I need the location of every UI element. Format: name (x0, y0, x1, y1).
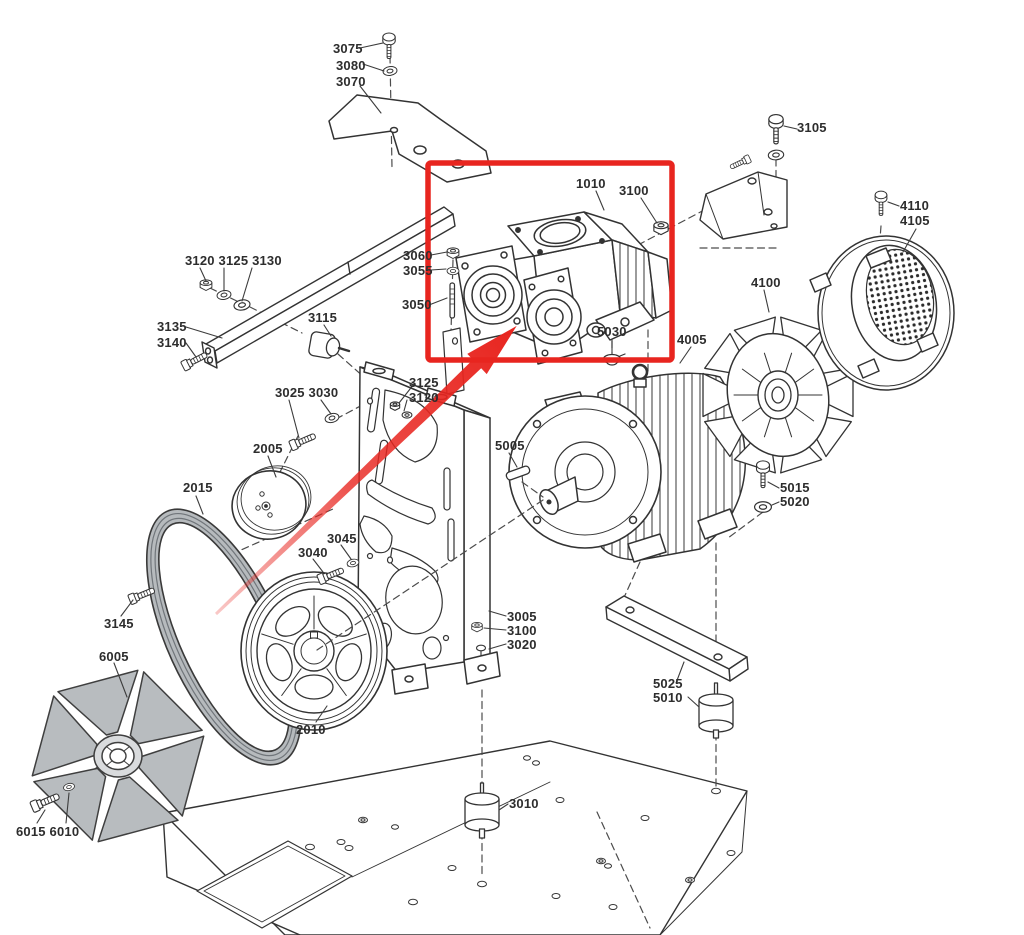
part-label-5030: 5030 (597, 324, 627, 339)
pulley-2010 (240, 571, 388, 731)
part-label-3135: 3135 (157, 319, 187, 334)
pulley-2005 (231, 465, 312, 540)
part-label-3140: 3140 (157, 335, 187, 350)
part-label-4110: 4110 (900, 198, 930, 213)
part-label-5025: 5025 (653, 676, 683, 691)
part-label-1010: 1010 (576, 176, 606, 191)
leader-lines (36, 42, 917, 824)
part-label-3120-plate: 3120 (409, 390, 439, 405)
motor-4005 (508, 363, 747, 563)
part-label-3025-3030: 3025 3030 (275, 385, 339, 400)
part-label-3070: 3070 (336, 74, 366, 89)
rail-5025 (605, 595, 749, 682)
part-label-3125-plate: 3125 (409, 375, 439, 390)
part-label-3075: 3075 (333, 41, 363, 56)
part-label-6005: 6005 (99, 649, 129, 664)
part-label-6015-6010: 6015 6010 (16, 824, 80, 839)
washer-3020 (475, 644, 487, 657)
part-label-3105: 3105 (797, 120, 827, 135)
part-label-2015: 2015 (183, 480, 213, 495)
part-label-3100-pump: 3100 (619, 183, 649, 198)
fasteners (29, 32, 888, 814)
part-label-5015: 5015 (780, 480, 810, 495)
part-label-3145: 3145 (104, 616, 134, 631)
part-label-3080: 3080 (336, 58, 366, 73)
part-label-3010: 3010 (509, 796, 539, 811)
part-label-3120-3125-3130: 3120 3125 3130 (185, 253, 282, 268)
part-label-3100-plate: 3100 (507, 623, 537, 638)
axis-dashed-lines (316, 481, 544, 651)
part-label-4005: 4005 (677, 332, 707, 347)
fan-cover-4105 (809, 235, 955, 391)
key-5005 (505, 465, 531, 481)
part-label-3005: 3005 (507, 609, 537, 624)
part-label-3045: 3045 (327, 531, 357, 546)
part-label-3050: 3050 (402, 297, 432, 312)
part-label-2010: 2010 (296, 722, 326, 737)
part-label-2005: 2005 (253, 441, 283, 456)
part-label-5010: 5010 (653, 690, 683, 705)
vibration-mount-5010 (698, 682, 734, 739)
highlight-arrow (215, 325, 517, 616)
bracket-3105 (699, 171, 788, 240)
spacer-3115 (308, 331, 351, 359)
vibration-mount-3010 (464, 782, 500, 839)
highlight-box (425, 160, 675, 363)
part-label-4100: 4100 (751, 275, 781, 290)
part-label-4105: 4105 (900, 213, 930, 228)
part-label-3060: 3060 (403, 248, 433, 263)
rail-3135 (201, 206, 456, 369)
part-label-3115: 3115 (308, 310, 338, 325)
part-label-5005: 5005 (495, 438, 525, 453)
part-label-3040: 3040 (298, 545, 328, 560)
part-label-3020: 3020 (507, 637, 537, 652)
pump-unit-1010 (455, 211, 673, 365)
base-plate (162, 740, 748, 935)
part-label-5020: 5020 (780, 494, 810, 509)
part-label-3055: 3055 (403, 263, 433, 278)
cooling-fan-6005 (31, 669, 205, 843)
bracket-3070 (328, 94, 492, 183)
